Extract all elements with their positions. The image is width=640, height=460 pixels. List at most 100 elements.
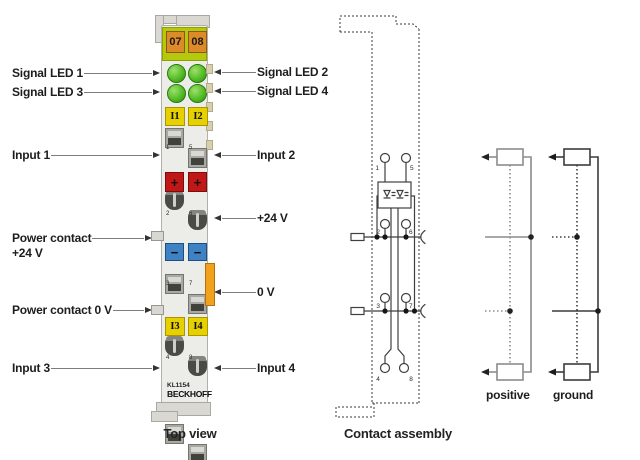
label-positive: positive: [486, 388, 530, 402]
ground-circuit-dots: [548, 153, 601, 376]
module-side-tab: [206, 121, 213, 131]
terminal-number-2: 2: [166, 211, 170, 217]
schem-number-1: 1: [375, 165, 379, 172]
schem-number-3: 3: [376, 303, 380, 310]
signal-led-4: [188, 84, 207, 103]
input-label-i1: I1: [165, 107, 185, 126]
arrow-left-icon: [481, 368, 489, 376]
power-contact-0v-tab-right: [205, 263, 215, 306]
callout-plus-24v: +24 V: [214, 210, 288, 226]
arrow-right-icon: [153, 70, 160, 76]
arrow-right-icon: [153, 152, 160, 158]
callout-input-4: Input 4: [214, 360, 295, 376]
callout-label: +24 V: [257, 210, 288, 225]
arrow-right-icon: [153, 89, 160, 95]
input-label-i3: I3: [165, 317, 185, 336]
terminal-screw-5: [188, 210, 207, 230]
callout-label: Input 1: [12, 147, 50, 162]
callout-line: [222, 154, 256, 156]
schem-number-4: 4: [376, 376, 380, 383]
terminal-number-8: 8: [189, 355, 193, 361]
callout-line: [222, 291, 256, 293]
callout-label: Power contact 0 V: [12, 302, 112, 317]
module-bottom-hook: [151, 411, 178, 422]
callout-label: Signal LED 1: [12, 65, 83, 80]
caption-contact-assembly: Contact assembly: [343, 426, 453, 441]
callout-label: Signal LED 2: [257, 64, 328, 79]
arrow-left-icon: [481, 153, 489, 161]
terminal-number-7: 7: [189, 281, 193, 287]
signal-led-1: [167, 64, 186, 83]
terminal-clamp-2: [165, 274, 184, 294]
arrow-left-icon: [214, 289, 221, 295]
terminal-screw-1: [165, 190, 184, 210]
arrow-left-icon: [548, 153, 556, 161]
schematic-terminal-numbers: 1 5 2 6 3 7 4 8: [375, 165, 414, 383]
callout-label: Signal LED 3: [12, 84, 83, 99]
callout-label: Power contact +24 V: [12, 231, 92, 261]
callout-input-3: Input 3: [12, 360, 160, 376]
callout-label-line1: Power contact: [12, 231, 92, 245]
terminal-number-3: 3: [166, 281, 170, 287]
terminal-screw-6: [188, 356, 207, 376]
contact-wiring: [350, 152, 426, 374]
callout-label: Input 2: [257, 147, 295, 162]
arrow-left-icon: [548, 368, 556, 376]
callout-0v: 0 V: [214, 284, 275, 300]
power-contact-0v-tab: [151, 305, 164, 315]
schem-number-2: 2: [376, 229, 380, 236]
schem-number-8: 8: [409, 376, 413, 383]
callout-signal-led-2: Signal LED 2: [214, 64, 328, 80]
label-ground: ground: [553, 388, 594, 402]
schem-number-6: 6: [409, 229, 413, 236]
junction-dots: [374, 234, 418, 314]
housing-dashed-outline: [335, 15, 420, 418]
callout-line: [50, 367, 152, 369]
terminal-number-5: 5: [189, 145, 193, 151]
terminal-screw-2: [165, 336, 184, 356]
contact-assembly-schematic: 1 5 2 6 3 7 4 8: [335, 15, 601, 418]
terminal-number-6: 6: [189, 211, 193, 217]
brand-logo: BECKHOFF: [167, 389, 212, 399]
schem-number-7: 7: [409, 303, 413, 310]
arrow-right-icon: [153, 365, 160, 371]
arrow-left-icon: [214, 365, 221, 371]
arrow-left-icon: [214, 69, 221, 75]
arrow-left-icon: [214, 88, 221, 94]
signal-led-2: [188, 64, 207, 83]
input-label-i2: I2: [188, 107, 208, 126]
address-label-08: 08: [188, 31, 207, 53]
callout-line: [50, 154, 152, 156]
signal-led-3: [167, 84, 186, 103]
callout-line: [83, 91, 152, 93]
arrow-left-icon: [214, 152, 221, 158]
callout-power-contact-0v: Power contact 0 V: [12, 302, 152, 318]
terminal-number-1: 1: [166, 145, 170, 151]
callout-line: [222, 367, 256, 369]
callout-line: [222, 71, 256, 73]
callout-label: Input 4: [257, 360, 295, 375]
terminal-clamp-3: [165, 424, 184, 444]
model-number: KL1154: [167, 382, 190, 389]
arrow-right-icon: [145, 235, 152, 241]
callout-signal-led-1: Signal LED 1: [12, 65, 160, 81]
terminal-number-4: 4: [166, 355, 170, 361]
ground-circuit: [552, 148, 599, 381]
module-side-tab: [206, 140, 213, 150]
callout-signal-led-4: Signal LED 4: [214, 83, 328, 99]
minus-label: −: [165, 243, 184, 261]
callout-line: [112, 309, 144, 311]
terminal-clamp-1: [165, 128, 184, 148]
module-side-tab: [206, 83, 213, 93]
callout-signal-led-3: Signal LED 3: [12, 84, 160, 100]
schem-number-5: 5: [410, 165, 414, 172]
terminal-clamp-7: [188, 444, 207, 460]
callout-label: 0 V: [257, 284, 275, 299]
address-label-07: 07: [166, 31, 185, 53]
callout-line: [92, 238, 144, 239]
callout-power-contact-24v: Power contact +24 V: [12, 231, 152, 261]
terminal-clamp-5: [188, 148, 207, 168]
callout-label-line2: +24 V: [12, 246, 43, 260]
callout-line: [83, 72, 152, 74]
